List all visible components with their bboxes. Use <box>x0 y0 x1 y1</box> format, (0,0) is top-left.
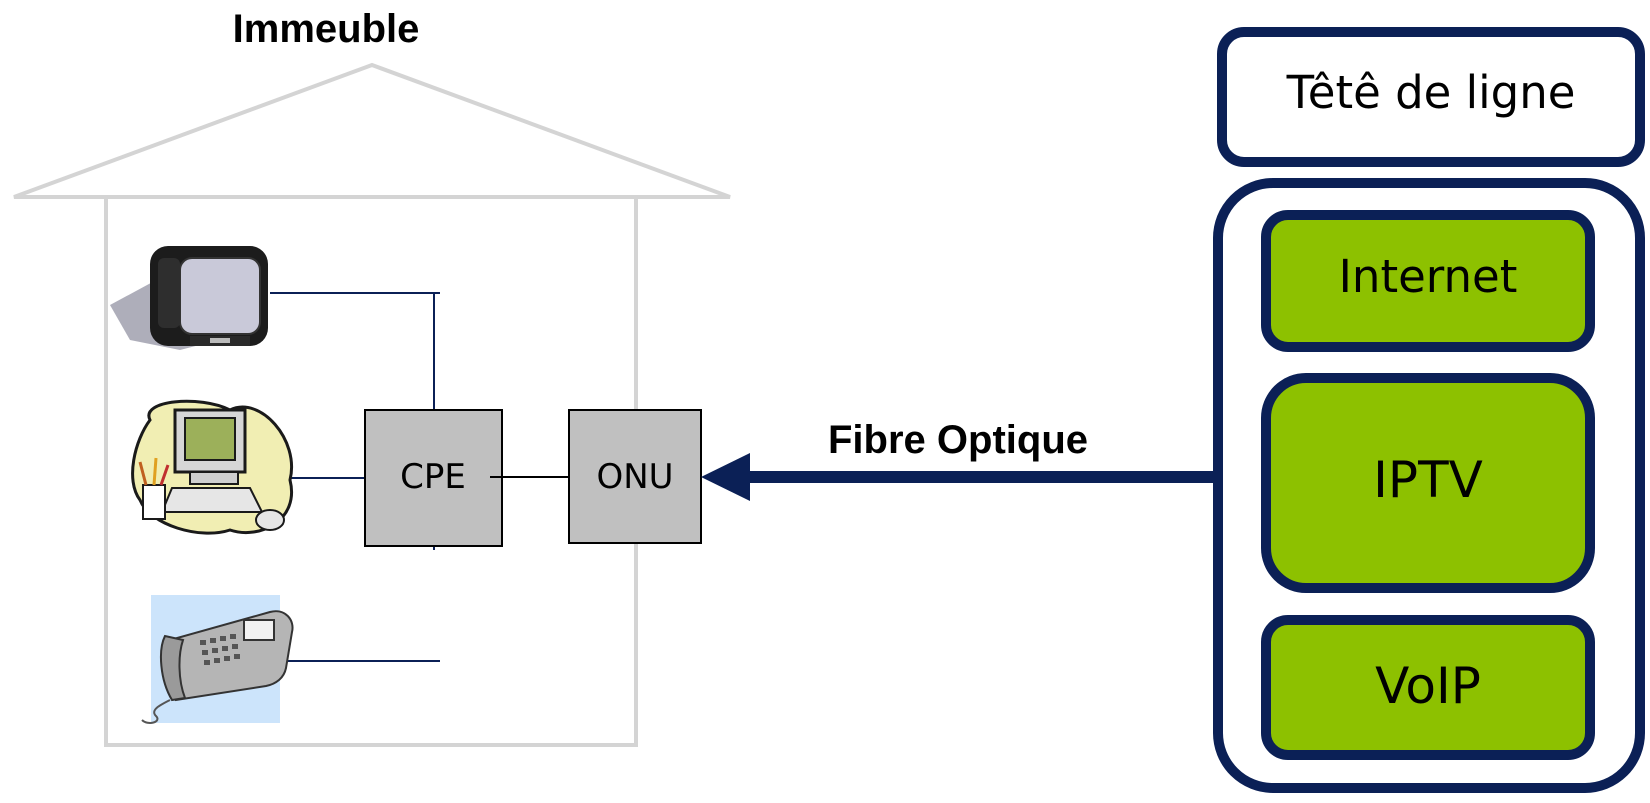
desktop-computer-icon <box>131 399 294 535</box>
headend-title: Têtê de ligne <box>1286 66 1576 119</box>
service-voip: VoIP <box>1261 615 1595 760</box>
building-roof <box>13 62 731 199</box>
service-internet-label: Internet <box>1339 250 1518 303</box>
building-outline <box>13 62 731 747</box>
cpe-label: CPE <box>400 457 466 497</box>
building-label: Immeuble <box>233 7 420 51</box>
cpe-box: CPE <box>364 409 503 547</box>
service-internet: Internet <box>1261 210 1595 352</box>
onu-box: ONU <box>568 409 702 544</box>
internal-wiring <box>270 292 440 662</box>
fiber-label: Fibre Optique <box>828 418 1088 462</box>
telephone-icon <box>141 595 294 724</box>
service-voip-label: VoIP <box>1375 657 1481 715</box>
headend-title-box: Têtê de ligne <box>1217 27 1645 167</box>
onu-label: ONU <box>596 457 673 497</box>
service-iptv: IPTV <box>1261 373 1595 593</box>
service-iptv-label: IPTV <box>1373 451 1483 509</box>
television-icon <box>110 246 268 350</box>
fiber-link-arrow <box>701 453 1272 501</box>
